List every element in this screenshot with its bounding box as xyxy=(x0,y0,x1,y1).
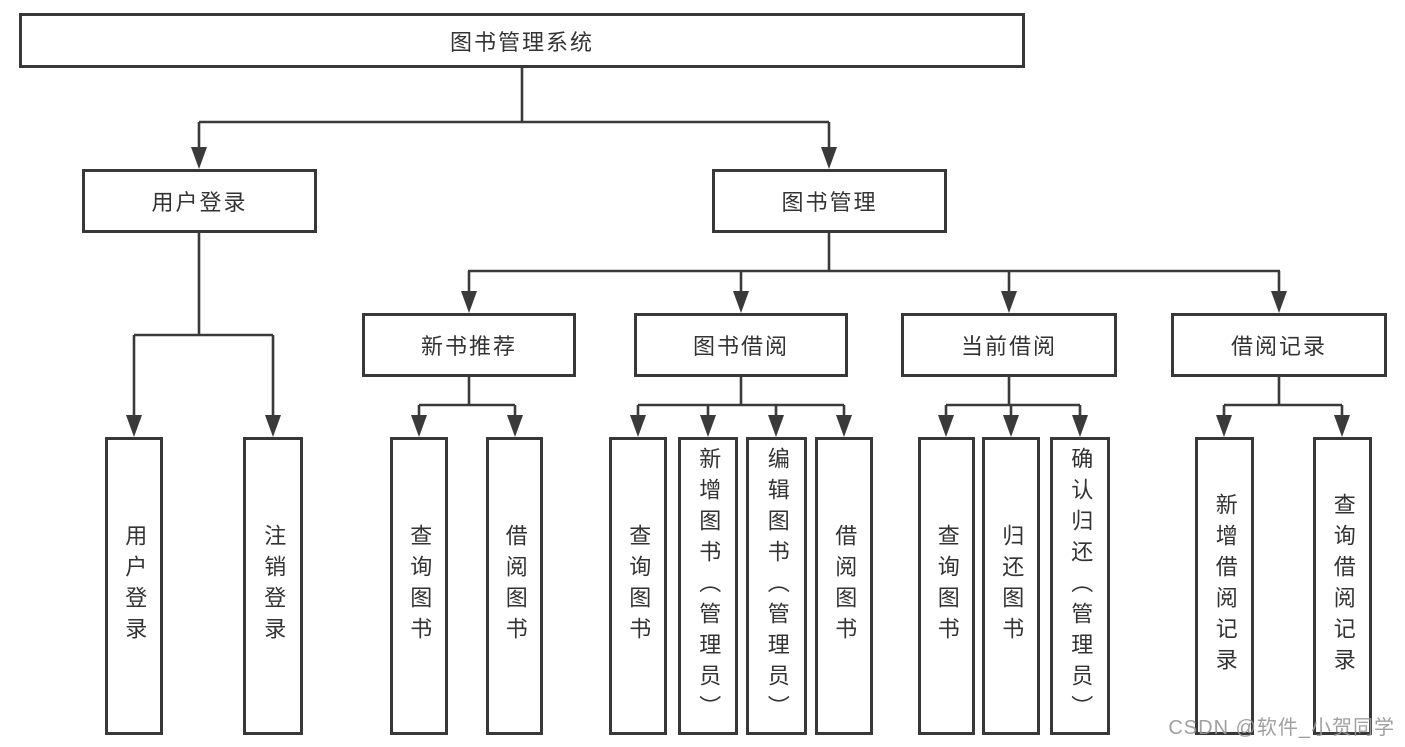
csdn-watermark: CSDN @软件_小贺同学 xyxy=(1168,717,1395,739)
leaf-add-books-admin-label: 新增图书（管理员） xyxy=(696,446,722,726)
node-root: 图书管理系统 xyxy=(19,13,1025,68)
arrowhead-icon xyxy=(126,415,142,437)
arrowhead-icon xyxy=(507,415,523,437)
leaf-newbook-query-books-label: 查询图书 xyxy=(407,524,433,648)
node-book-borrowing-label: 图书借阅 xyxy=(692,334,789,359)
arrowhead-icon xyxy=(1216,415,1232,437)
leaf-query-borrow-record: 查询借阅记录 xyxy=(1313,437,1372,735)
arrowhead-icon xyxy=(700,415,716,437)
arrowhead-icon xyxy=(1003,415,1019,437)
node-new-book-recommend: 新书推荐 xyxy=(362,313,576,377)
node-book-management-label: 图书管理 xyxy=(781,190,878,215)
arrowhead-icon xyxy=(836,415,852,437)
leaf-borrowing-borrow-books-label: 借阅图书 xyxy=(832,524,858,648)
leaf-confirm-return-admin-label: 确认归还（管理员） xyxy=(1068,446,1094,726)
arrowhead-icon xyxy=(733,291,749,313)
node-borrowing-records: 借阅记录 xyxy=(1171,313,1387,377)
arrowhead-icon xyxy=(1271,291,1287,313)
node-user-login: 用户登录 xyxy=(82,169,317,233)
leaf-logout-label: 注销登录 xyxy=(261,524,287,648)
leaf-query-borrow-record-label: 查询借阅记录 xyxy=(1330,493,1356,679)
arrowhead-icon xyxy=(1001,291,1017,313)
leaf-newbook-borrow-books-label: 借阅图书 xyxy=(502,524,528,648)
arrowhead-icon xyxy=(1072,415,1088,437)
node-book-borrowing: 图书借阅 xyxy=(634,313,848,377)
leaf-borrowing-borrow-books: 借阅图书 xyxy=(815,437,873,735)
node-current-borrowing-label: 当前借阅 xyxy=(960,334,1057,359)
leaf-user-login: 用户登录 xyxy=(105,437,163,735)
node-user-login-label: 用户登录 xyxy=(151,190,248,215)
arrowhead-icon xyxy=(630,415,646,437)
node-root-label: 图书管理系统 xyxy=(449,29,594,55)
arrowhead-icon xyxy=(768,415,784,437)
arrowhead-icon xyxy=(265,415,281,437)
arrowhead-icon xyxy=(938,415,954,437)
node-current-borrowing: 当前借阅 xyxy=(901,313,1117,377)
leaf-return-books-label: 归还图书 xyxy=(999,524,1025,648)
leaf-edit-books-admin: 编辑图书（管理员） xyxy=(746,437,807,735)
arrowhead-icon xyxy=(821,147,837,169)
leaf-newbook-borrow-books: 借阅图书 xyxy=(486,437,543,735)
leaf-add-borrow-record-label: 新增借阅记录 xyxy=(1212,493,1238,679)
leaf-borrowing-query-books: 查询图书 xyxy=(609,437,667,735)
arrowhead-icon xyxy=(411,415,427,437)
leaf-return-books: 归还图书 xyxy=(982,437,1040,735)
leaf-borrowing-query-books-label: 查询图书 xyxy=(626,524,652,648)
arrowhead-icon xyxy=(191,147,207,169)
leaf-add-borrow-record: 新增借阅记录 xyxy=(1195,437,1254,735)
leaf-logout: 注销登录 xyxy=(243,437,303,735)
leaf-confirm-return-admin: 确认归还（管理员） xyxy=(1050,437,1110,735)
node-book-management: 图书管理 xyxy=(712,169,947,233)
leaf-current-query-books-label: 查询图书 xyxy=(934,524,960,648)
leaf-edit-books-admin-label: 编辑图书（管理员） xyxy=(764,446,790,726)
node-new-book-recommend-label: 新书推荐 xyxy=(420,334,517,359)
node-borrowing-records-label: 借阅记录 xyxy=(1230,334,1327,359)
leaf-add-books-admin: 新增图书（管理员） xyxy=(678,437,738,735)
arrowhead-icon xyxy=(461,291,477,313)
leaf-newbook-query-books: 查询图书 xyxy=(390,437,448,735)
arrowhead-icon xyxy=(1334,415,1350,437)
leaf-user-login-label: 用户登录 xyxy=(122,524,148,648)
leaf-current-query-books: 查询图书 xyxy=(918,437,975,735)
